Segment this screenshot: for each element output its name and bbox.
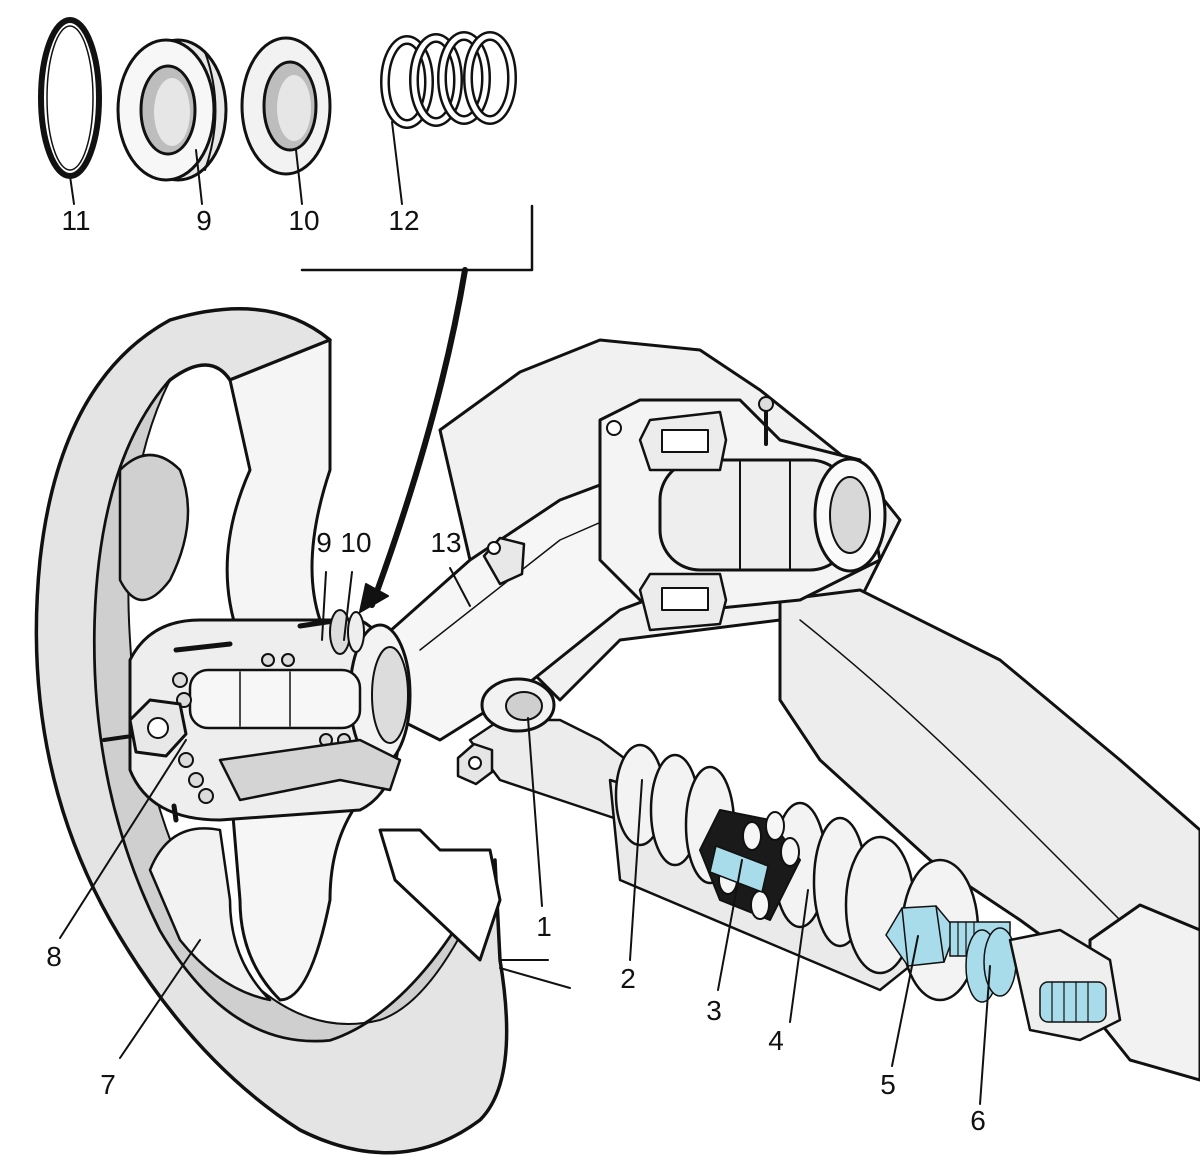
- label-13: 13: [430, 527, 461, 558]
- retaining-ring-part-11: [38, 17, 102, 179]
- label-2: 2: [620, 963, 636, 994]
- inner-rod-part-3: [709, 844, 769, 894]
- brake-drum-part-7: [34, 307, 571, 1155]
- exploded-parts-group: [38, 17, 534, 613]
- hub-bearing-assembly: [102, 609, 412, 823]
- shock-absorber-assembly: [456, 677, 1122, 1042]
- coil-spring-part-12: [380, 31, 517, 129]
- seal-ring-part-9: [116, 38, 228, 182]
- label-9-top: 9: [196, 205, 212, 236]
- callout-labels: 11 9 10 12 9 10 13 1 2 3 4 5 6 7 8: [46, 205, 986, 1136]
- label-8: 8: [46, 941, 62, 972]
- exploded-view-bracket-arrow: [300, 204, 534, 613]
- label-3: 3: [706, 995, 722, 1026]
- lower-leader-lines: [59, 567, 991, 1105]
- lock-nuts-part-6: [965, 927, 1017, 1003]
- washer-part-10: [240, 36, 332, 176]
- label-1: 1: [536, 911, 552, 942]
- label-10-top: 10: [288, 205, 319, 236]
- pivot-bushing-housing: [598, 396, 887, 632]
- label-4: 4: [768, 1025, 784, 1056]
- label-10: 10: [340, 527, 371, 558]
- label-6: 6: [970, 1105, 986, 1136]
- label-11: 11: [61, 205, 90, 236]
- label-5: 5: [880, 1069, 896, 1100]
- hub-nut-part-8: [102, 698, 188, 758]
- label-12: 12: [388, 205, 419, 236]
- label-9: 9: [316, 527, 332, 558]
- top-leader-lines: [69, 121, 403, 205]
- end-eye-fitting: [1008, 928, 1122, 1042]
- label-7: 7: [100, 1069, 116, 1100]
